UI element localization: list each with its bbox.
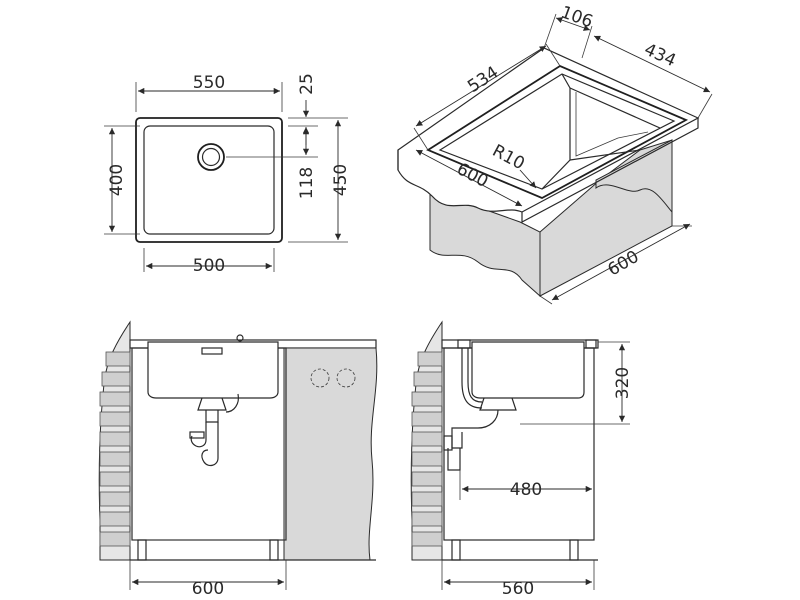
sink-basin-side bbox=[471, 341, 585, 399]
sink-basin bbox=[147, 341, 279, 399]
front-view: 600 bbox=[98, 320, 378, 599]
dim-line-600-iso-front bbox=[415, 149, 523, 207]
dim-label-434: 434 bbox=[641, 40, 679, 71]
isometric-view: 106 434 534 R10 600 600 bbox=[397, 2, 713, 305]
brick-pattern bbox=[99, 351, 131, 547]
dim-label-320: 320 bbox=[613, 367, 633, 399]
dim-label-500: 500 bbox=[193, 256, 225, 276]
dim-label-600-front: 600 bbox=[192, 579, 224, 599]
dim-line-534 bbox=[415, 45, 547, 127]
dim-label-118: 118 bbox=[297, 167, 317, 199]
electrical-outlets bbox=[310, 368, 356, 388]
cabinet-body bbox=[429, 189, 541, 298]
dim-label-480: 480 bbox=[510, 480, 542, 500]
sink-outline bbox=[135, 117, 283, 243]
brick-pattern-side bbox=[411, 351, 443, 547]
side-view: 320 480 560 bbox=[410, 320, 633, 599]
dim-label-550: 550 bbox=[193, 73, 225, 93]
top-view: 550 500 400 25 118 450 bbox=[104, 73, 351, 276]
drain-trap bbox=[189, 393, 239, 467]
dim-label-450: 450 bbox=[331, 164, 351, 196]
overflow-pipe bbox=[443, 339, 517, 471]
dim-line-434 bbox=[593, 35, 711, 93]
bowl-interior bbox=[541, 73, 571, 190]
bowl-outline bbox=[143, 125, 275, 235]
dim-label-560: 560 bbox=[502, 579, 534, 599]
dim-line-600-iso-depth bbox=[551, 223, 691, 301]
dim-label-400: 400 bbox=[107, 164, 127, 196]
dim-label-106: 106 bbox=[558, 2, 595, 32]
dim-label-25: 25 bbox=[297, 73, 317, 95]
drain-icon bbox=[197, 143, 225, 171]
